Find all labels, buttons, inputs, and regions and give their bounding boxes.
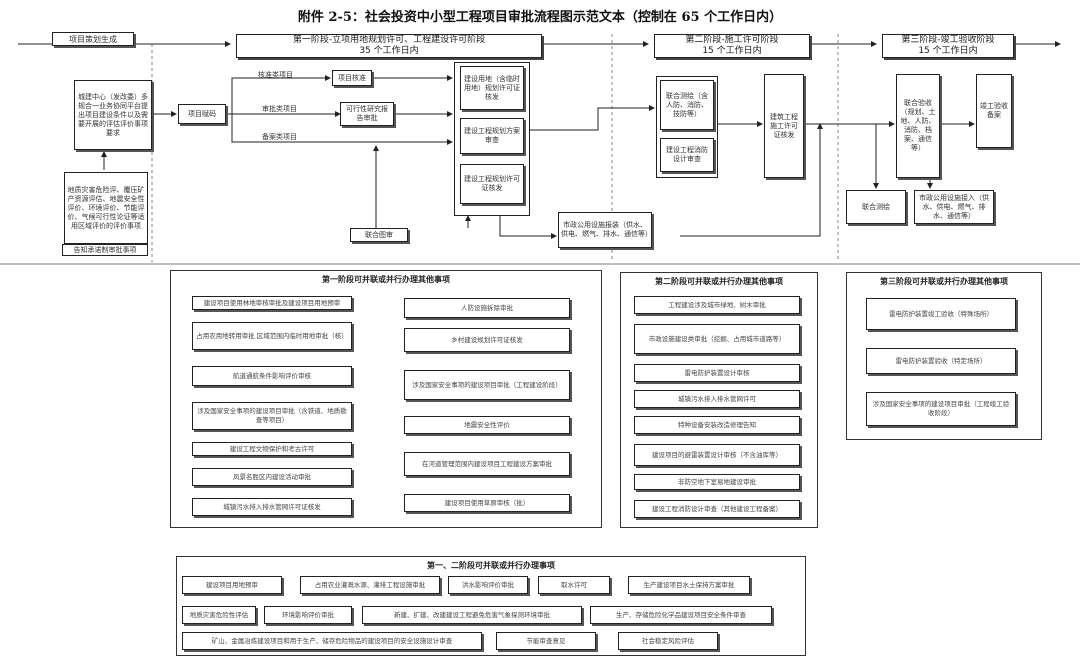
panel1-left-item: 城镇污水排入排水管网许可证核发: [192, 498, 352, 516]
panel1-title: 第一阶段可并联或并行办理其他事项: [322, 275, 450, 284]
panel3-title: 第三阶段可并联或并行办理其他事项: [880, 277, 1008, 286]
feasibility-box: 可行性研究报告审批: [340, 102, 394, 126]
build-permit-box: 建设工程规划许可证核发: [460, 164, 524, 204]
panel1-right-item: 在河道管理范围内建设项目工程建设方案审批: [404, 452, 570, 476]
joint-survey-box: 联合测绘（含人防、消防、技防等）: [660, 80, 714, 130]
joint-review-box: 联合图审: [350, 228, 408, 242]
panel4-item: 洪水影响评价审批: [448, 576, 528, 594]
project-register-box: 项目赋码: [178, 104, 226, 124]
stage1-name: 第一阶段-立项用地规划许可、工程建设许可阶段: [292, 35, 486, 45]
panel1-left-item: 建设项目使用林地审核审批及建设项目用地预审: [192, 296, 352, 310]
panel1-left-item: 涉及国家安全事项的建设项目审批（含铁道、地质勘查等项目）: [192, 402, 352, 430]
utility-connect-box: 市政公用设施接入（供水、供电、燃气、排水、通信等）: [914, 190, 994, 224]
panel1-right-item: 人防设施拆除审批: [404, 298, 570, 318]
stage2-days: 15 个工作日内: [702, 46, 762, 56]
panel3-item: 涉及国家安全事项的建设项目审批（工程竣工验收阶段）: [866, 392, 1016, 426]
stage3-name: 第三阶段-竣工验收阶段: [901, 35, 995, 45]
document-title: 附件 2-5：社会投资中小型工程项目审批流程图示范文本（控制在 65 个工作日内…: [297, 10, 783, 25]
panel1-left-item: 占用农用地转用审批 区域范围内临时用地审批（核）: [192, 322, 352, 350]
stage1-days: 35 个工作日内: [359, 46, 419, 56]
branch-approve2-label: 审批类项目: [262, 105, 297, 113]
stage1-header: 第一阶段-立项用地规划许可、工程建设许可阶段 35 个工作日内: [236, 34, 542, 58]
panel4-item: 环境影响评价审批: [264, 606, 352, 624]
stage2-header: 第二阶段-施工许可阶段 15 个工作日内: [654, 34, 810, 58]
project-planning-box: 项目策划生成: [52, 32, 134, 46]
panel1-right-item: 建设项目使用草原审核（批）: [404, 494, 570, 512]
panel2-item: 特种设备安装改造修理告知: [634, 416, 800, 434]
panel2-item: 城镇污水排入排水管网许可: [634, 390, 800, 408]
panel2-title: 第二阶段可并联或并行办理其他事项: [655, 277, 783, 286]
completion-filing-box: 竣工验收备案: [976, 74, 1012, 148]
notice-commitment-box: 告知承诺制审批事项: [62, 244, 148, 256]
panel4-item: 取水许可: [538, 576, 610, 594]
branch-filing-label: 备案类项目: [262, 133, 297, 141]
panel1-left-item: 建设工程文物保护和考古许可: [192, 442, 352, 456]
joint-inspect-box: 联合验收（规划、土地、人防、消防、档案、通信等）: [896, 74, 940, 178]
panel2-item: 非防空地下室易地建设审批: [634, 474, 800, 490]
panel4-item: 矿山、金属冶炼建设项目和用于生产、储存危险物品的建设项目的安全设施设计审查: [182, 632, 482, 650]
panel4-title: 第一、二阶段可并联或并行办理事项: [427, 561, 555, 570]
panel1-right-item: 地震安全性评价: [404, 416, 570, 434]
joint-measure-box: 联合测绘: [846, 190, 906, 224]
lead-agency-box: 城建中心（发改委）多规合一业务协同平台提出项目建设条件以及需要开展的评估评价事项…: [74, 80, 152, 150]
panel2-item: 建设工程消防设计审查（其他建设工程备案）: [634, 500, 800, 518]
panel3-item: 雷电防护装置验收（特定场所）: [866, 348, 1016, 374]
panel4-item: 地质灾害危险性评估: [182, 606, 256, 624]
evaluation-checklist: 地质灾害危险评、覆压矿产资源评估、地震安全性评价、环境评价、节能评价、气候可行性…: [64, 172, 148, 244]
panel1-left-item: 风景名胜区内建设活动审批: [192, 468, 352, 486]
stage3-header: 第三阶段-竣工验收阶段 15 个工作日内: [882, 34, 1014, 58]
panel4-item: 建设项目用地预审: [182, 576, 282, 594]
stage3-days: 15 个工作日内: [918, 46, 978, 56]
stage2-name: 第二阶段-施工许可阶段: [685, 35, 779, 45]
construction-drawing-box: 建设工程消防设计审查: [660, 138, 714, 172]
panel1-right-item: 涉及国家安全事项的建设项目审批（工程建设阶段）: [404, 370, 570, 400]
panel4-item: 生产建设项目水土保持方案审批: [628, 576, 750, 594]
branch-approve-label: 核准类项目: [258, 71, 293, 79]
panel4-item: 新建、扩建、改建建设工程避免危害气象探测环境审批: [362, 606, 582, 624]
panel4-item: 节能审查意见: [496, 632, 596, 650]
panel3-item: 雷电防护装置竣工验收（特殊场所）: [866, 298, 1016, 330]
project-approval-box: 项目核准: [332, 70, 372, 86]
utility-application-box: 市政公用设施报装（供水、供电、燃气、排水、通信等）: [558, 212, 652, 248]
panel4-item: 社会稳定风险评估: [618, 632, 718, 650]
panel2-item: 工程建设涉及城市绿地、树木审批: [634, 296, 800, 314]
panel2-item: 市政设施建设类审批（挖掘、占用城市道路等）: [634, 324, 800, 354]
panel2-item: 建设项目的避雷装置设计审核（不含油库等）: [634, 444, 800, 466]
panel2-item: 雷电防护装置设计审核: [634, 364, 800, 382]
plan-review-box: 建设工程规划方案审查: [460, 118, 524, 154]
panel1-left-item: 航道通航条件影响评价审核: [192, 366, 352, 386]
panel4-item: 生产、存储危险化学品建设项目安全条件审查: [590, 606, 772, 624]
construction-permit-box: 建筑工程施工许可证核发: [764, 74, 804, 178]
panel4-item: 占用农业灌溉水源、灌排工程设施审批: [300, 576, 440, 594]
panel1-right-item: 乡村建设规划许可证核发: [404, 328, 570, 352]
land-permit-box: 建设用地（含临时用地）规划许可证核发: [460, 66, 524, 110]
